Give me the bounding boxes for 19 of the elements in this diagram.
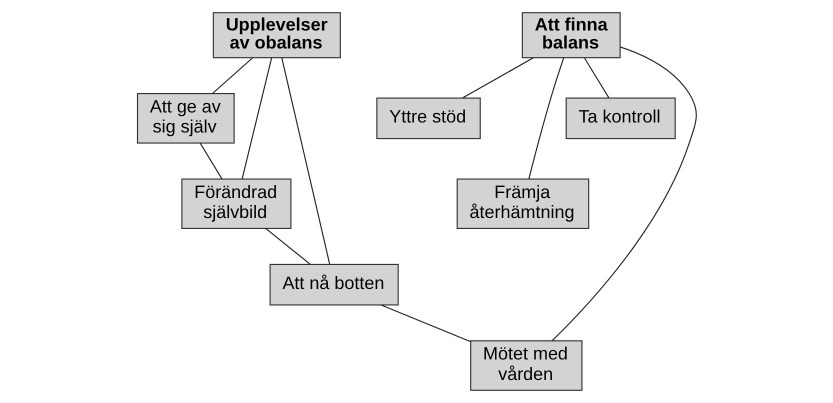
node-box: Upplevelser av obalans [212, 12, 340, 58]
node-box: Att finna balans [521, 12, 620, 58]
node-box: Främja återhämtning [456, 178, 589, 230]
connector [551, 46, 696, 342]
connector [528, 58, 564, 179]
node-box: Att ge av sig själv [136, 93, 234, 144]
connector [264, 228, 310, 265]
node-box: Ta kontroll [565, 98, 676, 140]
connector [199, 142, 222, 180]
node-box: Yttre stöd [376, 98, 480, 140]
connector [584, 58, 609, 98]
connector [212, 58, 252, 94]
node-box: Att nå botten [269, 264, 398, 306]
connector [241, 58, 272, 179]
connector [462, 57, 534, 98]
node-box: Förändrad självbild [180, 178, 291, 230]
connector [380, 304, 470, 342]
node-box: Mötet med vården [470, 340, 582, 391]
connector [280, 58, 330, 264]
